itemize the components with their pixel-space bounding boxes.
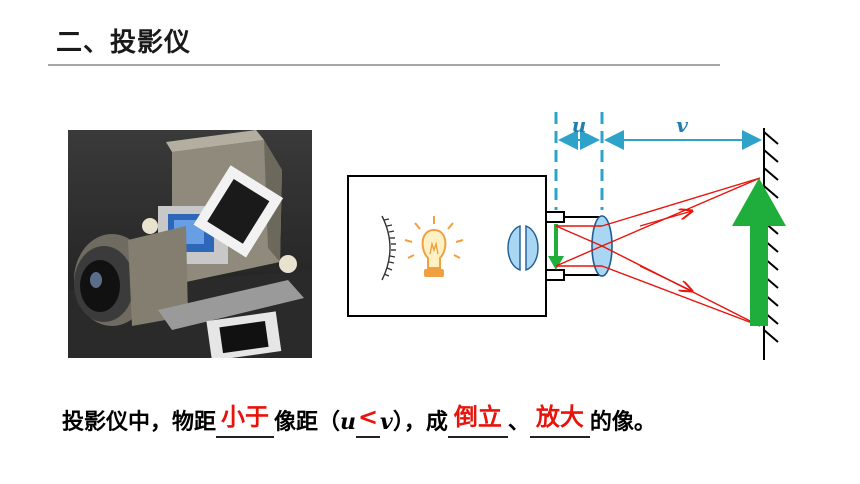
object-arrow xyxy=(548,224,564,270)
answer-enlarged: 放大 xyxy=(535,403,584,431)
dimension-lines xyxy=(554,112,762,210)
blank-orientation: 倒立 xyxy=(447,404,508,438)
lamp-bulb-icon xyxy=(404,216,464,277)
condenser-lens-icon xyxy=(507,224,539,272)
blank-size: 放大 xyxy=(529,404,590,438)
blank-object-distance: 小于 xyxy=(216,404,275,438)
reflector-icon xyxy=(381,215,396,281)
sentence-part3: ），成 xyxy=(392,410,448,435)
title-divider xyxy=(48,64,720,66)
symbol-v: v xyxy=(380,409,393,435)
projector-housing xyxy=(347,175,547,317)
projector-photo xyxy=(68,130,312,358)
answer-relation: < xyxy=(357,403,379,431)
answer-inverted: 倒立 xyxy=(453,403,502,431)
page-title: 二、投影仪 xyxy=(56,28,192,58)
label-u: u xyxy=(572,113,587,137)
sentence-part2: 像距（ xyxy=(274,410,341,435)
symbol-u: u xyxy=(340,409,357,435)
label-v: v xyxy=(676,113,688,137)
blank-relation: < xyxy=(356,404,381,438)
sentence-part1: 投影仪中，物距 xyxy=(62,410,217,435)
summary-sentence: 投影仪中，物距小于像距（u<v），成倒立、放大的像。 xyxy=(62,404,656,448)
answer-less-than: 小于 xyxy=(221,403,270,431)
image-arrow xyxy=(732,178,786,326)
sentence-part4: 的像。 xyxy=(589,410,656,435)
light-rays xyxy=(555,177,761,327)
projector-optics-diagram: u v xyxy=(347,112,786,360)
sentence-sep: 、 xyxy=(507,410,530,435)
